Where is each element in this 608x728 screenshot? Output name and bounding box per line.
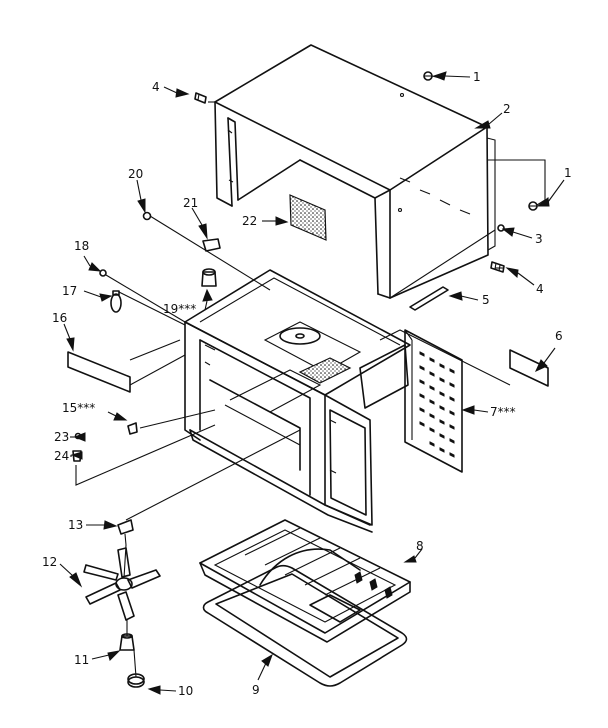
lamp-part-17 bbox=[110, 290, 122, 313]
callout-21: 21 bbox=[183, 196, 198, 210]
callout-4-left: 4 bbox=[152, 80, 160, 94]
bottom-tray-part-8 bbox=[199, 519, 411, 643]
callout-1-top: 1 bbox=[473, 70, 481, 84]
bar-part-5 bbox=[409, 286, 449, 311]
vent-slots bbox=[419, 351, 455, 458]
callout-8: 8 bbox=[416, 539, 424, 553]
callout-16: 16 bbox=[52, 311, 67, 325]
callout-4-right: 4 bbox=[536, 282, 544, 296]
screw-part-4-right bbox=[490, 261, 505, 273]
callout-arrows bbox=[59, 71, 565, 695]
callout-6: 6 bbox=[555, 329, 563, 343]
coupler-part-13 bbox=[117, 519, 134, 546]
callout-5: 5 bbox=[482, 293, 490, 307]
side-vent-panel-part-7 bbox=[404, 329, 463, 473]
inner-chassis bbox=[184, 269, 411, 533]
assembly-leader-lines bbox=[75, 75, 549, 678]
callout-23: 23 bbox=[54, 430, 69, 444]
callout-1-right: 1 bbox=[564, 166, 572, 180]
fitting-part-19 bbox=[201, 268, 217, 287]
screw-part-1-right bbox=[528, 201, 538, 211]
clip-part-21 bbox=[202, 238, 221, 252]
callout-7: 7*** bbox=[490, 405, 516, 419]
panel-part-22 bbox=[289, 194, 327, 241]
callout-17: 17 bbox=[62, 284, 77, 298]
strip-part-16 bbox=[67, 351, 131, 393]
stirrer-fan-part-12 bbox=[83, 547, 161, 621]
callout-24: 24 bbox=[54, 449, 69, 463]
callout-13: 13 bbox=[68, 518, 83, 532]
nut-part-3 bbox=[497, 224, 505, 232]
callout-2: 2 bbox=[503, 102, 511, 116]
screw-part-15 bbox=[127, 422, 138, 435]
hub-part-11 bbox=[119, 633, 135, 651]
screw-part-24 bbox=[72, 450, 82, 462]
callout-11: 11 bbox=[74, 653, 89, 667]
callout-18: 18 bbox=[74, 239, 89, 253]
callout-3: 3 bbox=[535, 232, 543, 246]
callout-12: 12 bbox=[42, 555, 57, 569]
callout-9: 9 bbox=[252, 683, 260, 697]
gasket-frame-part-9 bbox=[202, 564, 408, 687]
outer-cabinet-part-2 bbox=[214, 44, 496, 299]
screw-part-20 bbox=[142, 211, 152, 221]
callout-15: 15*** bbox=[62, 401, 95, 415]
callout-19: 19*** bbox=[163, 302, 196, 316]
callout-20: 20 bbox=[128, 167, 143, 181]
screw-part-1-top bbox=[423, 71, 433, 81]
screw-part-4-left bbox=[194, 92, 207, 104]
callout-10: 10 bbox=[178, 684, 193, 698]
screw-part-18 bbox=[99, 269, 107, 277]
callout-22: 22 bbox=[242, 214, 257, 228]
